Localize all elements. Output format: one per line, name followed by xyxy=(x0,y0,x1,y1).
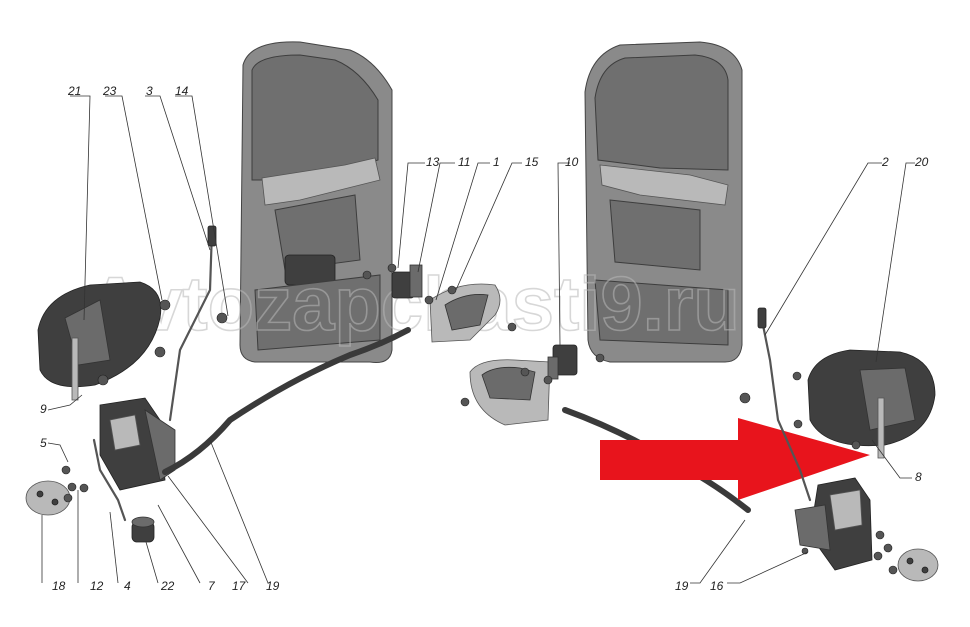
left-striker-plate xyxy=(25,480,71,516)
left-outer-handle xyxy=(37,281,162,401)
right-outer-handle xyxy=(807,349,936,459)
right-lock-mechanism xyxy=(794,477,873,571)
right-door-panel xyxy=(584,41,743,363)
callout-19-left: 19 xyxy=(266,579,280,593)
left-bolts xyxy=(61,263,517,503)
left-actuator-rod xyxy=(168,228,214,422)
right-bolts xyxy=(460,353,898,575)
right-inner-handle xyxy=(469,359,551,426)
right-rod-knob xyxy=(757,307,767,329)
callout-4: 4 xyxy=(124,579,131,593)
callout-21: 21 xyxy=(67,84,81,98)
callout-17: 17 xyxy=(232,579,247,593)
right-striker-plate xyxy=(897,548,939,582)
callout-9: 9 xyxy=(40,402,47,416)
left-lock-cylinder xyxy=(131,516,155,543)
left-door-panel xyxy=(239,41,393,363)
callout-7: 7 xyxy=(208,579,216,593)
callout-2: 2 xyxy=(881,155,889,169)
red-arrow-icon xyxy=(600,418,870,500)
callout-19-right: 19 xyxy=(675,579,689,593)
callout-22: 22 xyxy=(160,579,175,593)
callout-23: 23 xyxy=(102,84,117,98)
callout-10: 10 xyxy=(565,155,579,169)
callout-14: 14 xyxy=(175,84,189,98)
left-bracket xyxy=(391,264,423,299)
callout-12: 12 xyxy=(90,579,104,593)
callout-13: 13 xyxy=(426,155,440,169)
left-inner-handle-cable xyxy=(162,327,411,475)
callout-5: 5 xyxy=(40,436,47,450)
left-lock-mechanism xyxy=(99,397,176,491)
callout-18: 18 xyxy=(52,579,66,593)
right-actuator-rod xyxy=(760,318,812,502)
callout-1: 1 xyxy=(493,155,500,169)
callout-15: 15 xyxy=(525,155,539,169)
callout-3: 3 xyxy=(146,84,153,98)
callout-11: 11 xyxy=(458,155,470,169)
callout-20: 20 xyxy=(914,155,929,169)
callout-8: 8 xyxy=(915,470,922,484)
right-bracket xyxy=(547,344,578,380)
leader-lines xyxy=(41,95,915,584)
left-inner-handle xyxy=(429,283,501,343)
callout-16: 16 xyxy=(710,579,724,593)
callout-numbers: 21 23 3 14 13 11 1 15 10 2 20 9 5 18 12 … xyxy=(40,84,929,593)
left-lock-rod xyxy=(92,438,127,522)
